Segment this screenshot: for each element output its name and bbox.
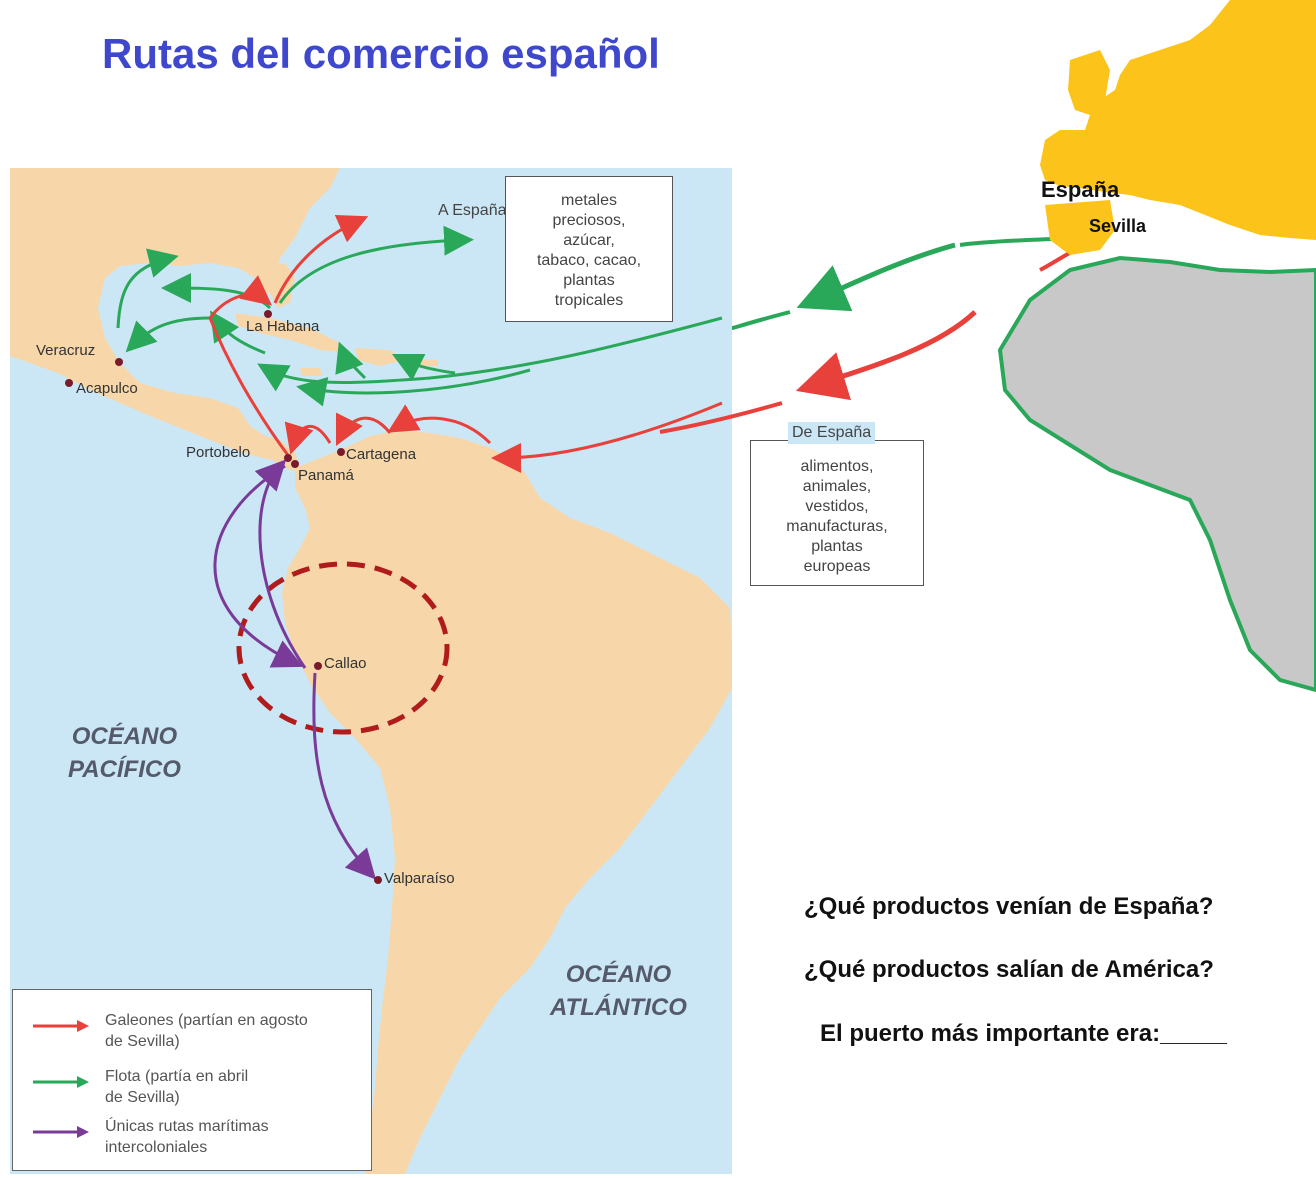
- map-legend: Galeones (partían en agosto de Sevilla) …: [12, 989, 372, 1171]
- map-canvas: [10, 168, 732, 1174]
- from-spain-item: animales,: [802, 478, 872, 495]
- red-arrow-icon: [33, 1020, 89, 1032]
- europe-africa-map: España Sevilla: [990, 0, 1316, 700]
- place-portobelo: Portobelo: [186, 444, 251, 461]
- americas-map: Veracruz Acapulco La Habana Portobelo Pa…: [10, 168, 732, 1174]
- to-spain-products-box: metales preciosos, azúcar, tabaco, cacao…: [505, 176, 673, 322]
- place-valparaiso: Valparaíso: [384, 870, 455, 887]
- page-title: Rutas del comercio español: [102, 30, 660, 77]
- question-puerto-importante: El puerto más importante era:_____: [820, 1020, 1227, 1047]
- to-spain-item: plantas: [563, 272, 615, 289]
- place-acapulco: Acapulco: [76, 380, 138, 397]
- from-spain-item: europeas: [803, 558, 871, 575]
- puerto-rico-land: [420, 360, 438, 366]
- purple-arrow-icon: [33, 1126, 89, 1138]
- place-panama: Panamá: [298, 467, 354, 484]
- callao-highlight-circle: [236, 561, 450, 735]
- to-spain-item: tabaco, cacao,: [536, 252, 642, 269]
- north-america-land: [10, 168, 340, 471]
- place-callao: Callao: [324, 655, 367, 672]
- green-arrow-icon: [33, 1076, 89, 1088]
- from-spain-item: plantas: [811, 538, 863, 555]
- flota-routes: [116, 225, 723, 407]
- ocean-pacifico-label: OCÉANO PACÍFICO: [68, 723, 181, 783]
- ocean-atlantico-label: OCÉANO ATLÁNTICO: [550, 961, 687, 1021]
- cuba-land: [235, 313, 350, 353]
- jamaica-land: [300, 368, 322, 376]
- place-cartagena: Cartagena: [346, 446, 417, 463]
- europe-land: [1040, 0, 1316, 240]
- from-spain-products-box: alimentos, animales, vestidos, manufactu…: [750, 440, 924, 586]
- question-productos-espana: ¿Qué productos venían de España?: [804, 893, 1214, 920]
- south-america-land: [282, 430, 732, 1174]
- place-la-habana: La Habana: [246, 318, 320, 335]
- british-isles-land: [1068, 50, 1110, 115]
- country-espana-label: España: [1041, 177, 1120, 202]
- to-spain-item: metales: [560, 192, 618, 209]
- iberia-land: [1045, 200, 1115, 255]
- africa-land: [997, 255, 1316, 693]
- hispaniola-land: [355, 348, 405, 366]
- from-spain-item: alimentos,: [800, 458, 874, 475]
- europe-africa-canvas: [997, 0, 1316, 693]
- intercolonial-routes: [213, 459, 377, 880]
- question-productos-america: ¿Qué productos salían de América?: [804, 956, 1214, 983]
- port-dots: [65, 310, 382, 884]
- city-sevilla-label: Sevilla: [1089, 216, 1147, 236]
- from-spain-label: De España: [788, 422, 876, 444]
- to-spain-item: tropicales: [554, 292, 624, 309]
- place-veracruz: Veracruz: [36, 342, 96, 359]
- galeones-routes: [208, 214, 723, 473]
- to-spain-label: A España: [434, 200, 511, 222]
- from-spain-item: vestidos,: [805, 498, 869, 515]
- to-spain-item: azúcar,: [563, 232, 615, 249]
- to-spain-item: preciosos,: [552, 212, 626, 229]
- from-spain-item: manufacturas,: [786, 518, 888, 535]
